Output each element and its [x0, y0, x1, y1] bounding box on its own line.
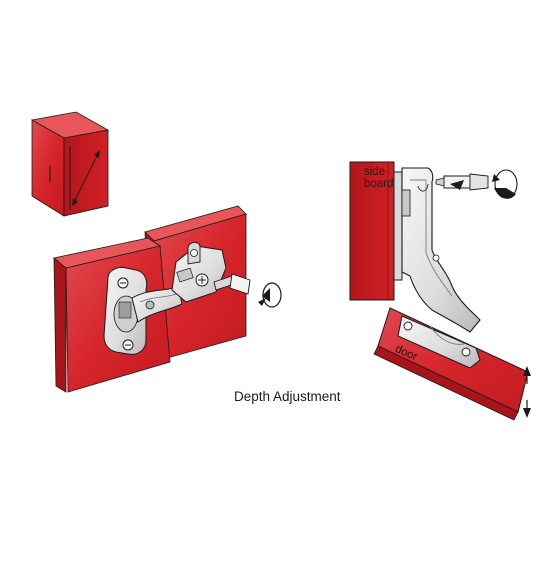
side-board-panel	[349, 161, 395, 301]
vertical-double-arrow-icon	[523, 366, 531, 418]
rotation-arrow-icon	[258, 282, 282, 308]
hinge-profile	[393, 167, 481, 333]
screwdriver-icon	[213, 273, 251, 295]
side-view-illustration	[349, 161, 531, 421]
hinge-arm	[131, 285, 183, 323]
side-board-label: side board	[364, 166, 393, 190]
hinge-3d-illustration	[53, 205, 282, 393]
door-panel	[373, 307, 529, 421]
screwdriver-side-icon	[435, 169, 518, 199]
cabinet-icon	[30, 111, 110, 217]
diagram-caption: Depth Adjustment	[234, 389, 341, 404]
mounting-plate	[171, 241, 227, 303]
side-board-label-line2: board	[364, 178, 394, 190]
hinge-cup-plate	[103, 267, 148, 355]
side-board-label-line1: side	[364, 166, 386, 178]
